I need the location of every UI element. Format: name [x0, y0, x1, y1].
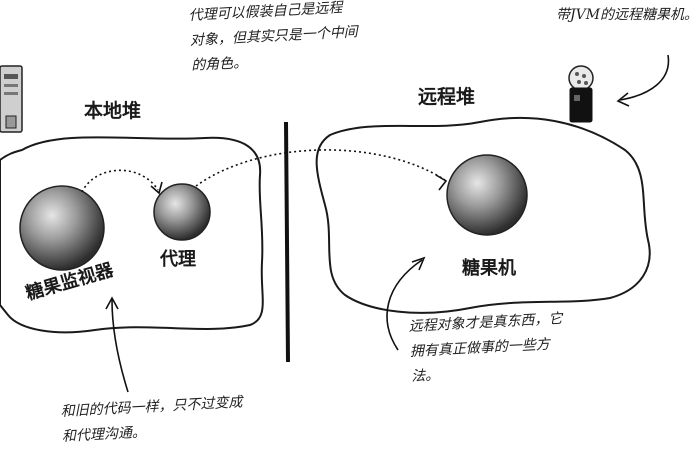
- gumball-machine-icon: [568, 65, 594, 123]
- local-heap-title: 本地堆: [84, 100, 142, 122]
- jvm-note: 带JVM的远程糖果机。: [556, 7, 699, 23]
- computer-icon: [0, 65, 23, 133]
- remote-note: 远程对象才是真东西，它 拥有真正做事的一些方 法。: [408, 307, 566, 390]
- candy-monitor-sphere: [19, 185, 105, 271]
- heap-divider: [284, 121, 290, 363]
- proxy-sphere: [153, 183, 211, 241]
- candy-machine-sphere: [446, 154, 528, 236]
- remote-heap-title: 远程堆: [418, 86, 476, 108]
- remote-note-arrow: [386, 259, 423, 351]
- proxy-note: 代理可以假装自己是远程 对象，但其实只是一个中间 的角色。: [188, 0, 360, 79]
- proxy-to-machine-arrow: [195, 149, 446, 187]
- proxy-label: 代理: [160, 249, 196, 270]
- remote-heap-blob: [315, 116, 651, 314]
- monitor-to-proxy-arrow: [81, 169, 159, 193]
- local-heap-blob: [0, 136, 264, 334]
- monitor-note-arrow: [111, 299, 129, 393]
- monitor-note: 和旧的代码一样，只不过变成 和代理沟通。: [60, 390, 244, 449]
- candy-machine-label: 糖果机: [462, 258, 516, 279]
- jvm-note-arrow: [619, 54, 670, 101]
